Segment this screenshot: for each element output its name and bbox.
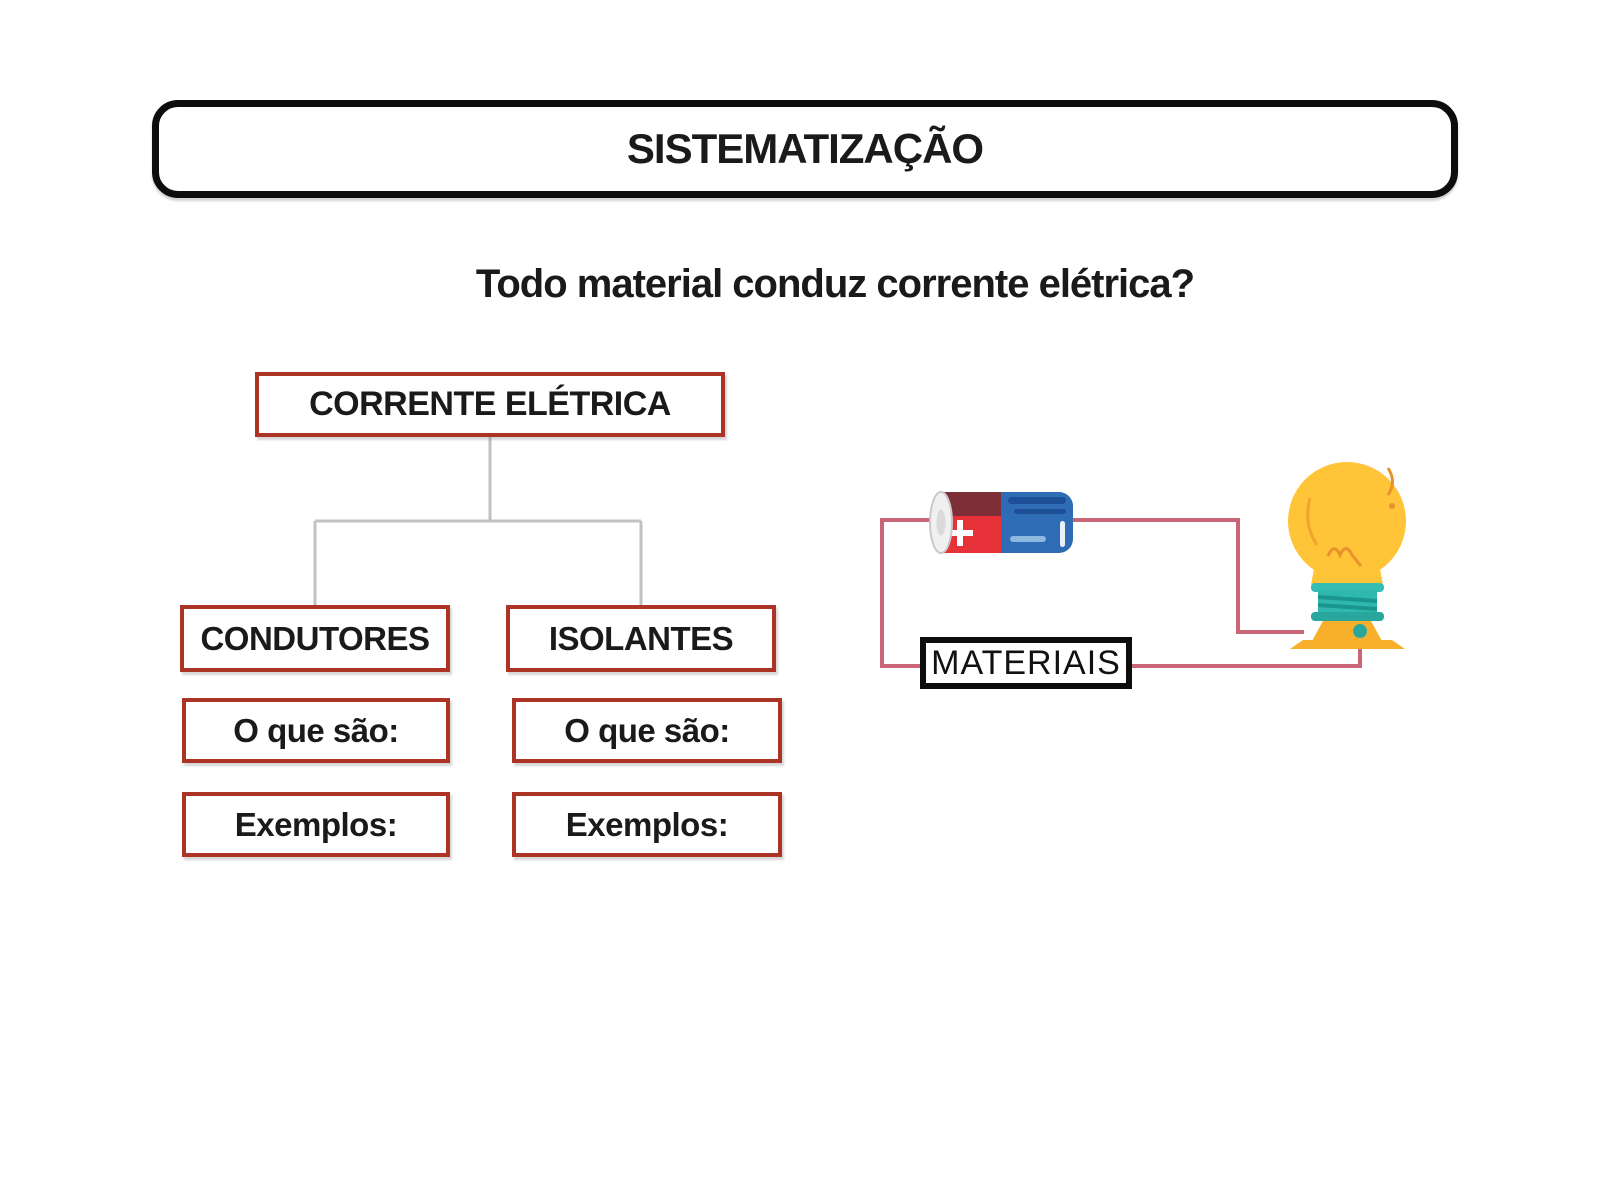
bulb-pedestal bbox=[1312, 621, 1382, 641]
condutores-label: CONDUTORES bbox=[200, 619, 430, 657]
coil-stripes bbox=[1317, 595, 1378, 611]
question-text: Todo material conduz corrente elétrica? bbox=[475, 262, 1195, 306]
bulb-highlight-dot bbox=[1389, 503, 1395, 509]
battery-stripe-1 bbox=[1008, 497, 1066, 504]
isolantes-what-label: O que são: bbox=[564, 711, 730, 749]
battery-plus-v bbox=[957, 520, 963, 546]
flowchart-connectors bbox=[313, 437, 643, 605]
bulb-glass bbox=[1288, 462, 1406, 580]
battery-stripe-2 bbox=[1014, 509, 1066, 514]
battery-tick bbox=[1060, 521, 1065, 547]
isolantes-examples-label: Exemplos: bbox=[565, 805, 729, 843]
bulb-terminal-dot bbox=[1353, 624, 1367, 638]
wire-right-loop bbox=[1070, 518, 1304, 634]
battery-cap-inner bbox=[936, 509, 946, 536]
light-bulb-icon bbox=[1288, 462, 1406, 649]
bulb-shade-line bbox=[1306, 497, 1319, 546]
battery-stripe-light bbox=[1010, 536, 1046, 542]
title-box: SISTEMATIZAÇÃO bbox=[152, 100, 1458, 198]
bulb-neck bbox=[1311, 558, 1383, 585]
isolantes-examples-box: Exemplos: bbox=[512, 792, 782, 857]
condutores-examples-label: Exemplos: bbox=[234, 805, 398, 843]
bulb-base-slab bbox=[1290, 640, 1405, 649]
isolantes-what-box: O que são: bbox=[512, 698, 782, 763]
flowchart-root-box: CORRENTE ELÉTRICA bbox=[255, 372, 725, 437]
coil-flange-top bbox=[1311, 583, 1384, 592]
page-title: SISTEMATIZAÇÃO bbox=[626, 125, 984, 172]
wire-left-loop bbox=[880, 518, 1362, 668]
flowchart-box-condutores: CONDUTORES bbox=[180, 605, 450, 672]
materials-box: MATERIAIS bbox=[920, 637, 1132, 689]
circuit-wires-icon bbox=[880, 518, 1362, 668]
condutores-examples-box: Exemplos: bbox=[182, 792, 450, 857]
bulb-highlight-arc bbox=[1386, 467, 1394, 496]
condutores-what-box: O que são: bbox=[182, 698, 450, 763]
coil-flange-bottom bbox=[1311, 612, 1384, 621]
flowchart-root-label: CORRENTE ELÉTRICA bbox=[309, 385, 671, 423]
isolantes-label: ISOLANTES bbox=[548, 619, 734, 657]
materials-label: MATERIAIS bbox=[931, 643, 1121, 682]
condutores-what-label: O que são: bbox=[233, 711, 399, 749]
flowchart-box-isolantes: ISOLANTES bbox=[506, 605, 776, 672]
bulb-filament-squiggle bbox=[1326, 547, 1363, 567]
battery-icon bbox=[929, 491, 1073, 554]
